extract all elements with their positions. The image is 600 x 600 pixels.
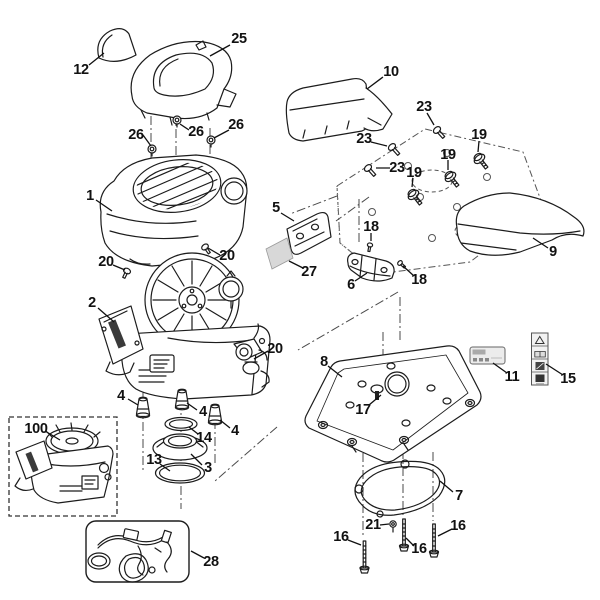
bolt-16-group (359, 518, 440, 574)
callout-26b[interactable]: 26 (188, 124, 204, 140)
callout-1[interactable]: 1 (86, 188, 94, 204)
callout-20a[interactable]: 20 (98, 254, 114, 270)
callout-26c[interactable]: 26 (228, 117, 244, 133)
callout-26a[interactable]: 26 (128, 127, 144, 143)
callout-18a[interactable]: 18 (363, 219, 379, 235)
projection-lines (142, 112, 434, 535)
muffler (98, 305, 144, 376)
inset-assembly-100 (8, 416, 118, 517)
wiring-harness (87, 528, 172, 583)
mount-4-group (135, 388, 223, 426)
part-15-safety-label (531, 332, 549, 386)
callout-21[interactable]: 21 (365, 517, 381, 533)
callout-9[interactable]: 9 (549, 244, 557, 260)
callout-2[interactable]: 2 (88, 295, 96, 311)
part-1-shroud (99, 154, 248, 267)
callout-8[interactable]: 8 (320, 354, 328, 370)
callout-14[interactable]: 14 (196, 430, 212, 446)
callout-27[interactable]: 27 (301, 264, 317, 280)
callout-13[interactable]: 13 (146, 452, 162, 468)
callout-100[interactable]: 100 (24, 421, 48, 437)
callout-19c[interactable]: 19 (406, 165, 422, 181)
callout-19a[interactable]: 19 (471, 127, 487, 143)
part-12-deflector (97, 28, 137, 62)
carburetor (233, 323, 268, 375)
callout-15[interactable]: 15 (560, 371, 576, 387)
callout-4b[interactable]: 4 (199, 404, 207, 420)
callout-20c[interactable]: 20 (267, 341, 283, 357)
part-11-label (469, 346, 506, 365)
part-2-engine (98, 252, 271, 400)
part-8-lower-pan (304, 345, 482, 463)
inset-mini-engine (14, 422, 114, 504)
part-27-label (265, 237, 294, 270)
grille-hatch (134, 158, 221, 214)
nut-26-group (147, 115, 216, 157)
callout-7[interactable]: 7 (455, 488, 463, 504)
gasket-7 (354, 459, 446, 518)
ring-14 (164, 416, 198, 432)
callout-3[interactable]: 3 (204, 460, 212, 476)
part-9-side-cover (455, 192, 585, 256)
part-25-hood (130, 40, 237, 126)
callout-23b[interactable]: 23 (356, 131, 372, 147)
callout-4c[interactable]: 4 (231, 423, 239, 439)
air-filter-cover (218, 270, 244, 309)
ring-13 (154, 462, 206, 484)
screw-23-group (363, 126, 446, 177)
leader-lines (44, 44, 564, 559)
screw-18-group (366, 242, 407, 269)
callout-25[interactable]: 25 (231, 31, 247, 47)
callout-17[interactable]: 17 (355, 402, 371, 418)
callout-4a[interactable]: 4 (117, 388, 125, 404)
part-5-bracket (286, 211, 332, 255)
callout-6[interactable]: 6 (347, 277, 355, 293)
callout-28[interactable]: 28 (203, 554, 219, 570)
callout-16a[interactable]: 16 (333, 529, 349, 545)
callout-19b[interactable]: 19 (440, 147, 456, 163)
callout-11[interactable]: 11 (504, 369, 520, 385)
screw-17 (370, 384, 384, 400)
harness-28-box (85, 520, 190, 583)
grommet-3 (152, 433, 208, 461)
callout-23c[interactable]: 23 (389, 160, 405, 176)
callout-10[interactable]: 10 (383, 64, 399, 80)
fan-blades (152, 260, 232, 340)
callout-23a[interactable]: 23 (416, 99, 432, 115)
part-10-top-cover (285, 77, 393, 142)
callout-16b[interactable]: 16 (411, 541, 427, 557)
spark-plug-boot (260, 370, 270, 388)
callout-18b[interactable]: 18 (411, 272, 427, 288)
screw-21 (389, 520, 397, 533)
callout-20b[interactable]: 20 (219, 248, 235, 264)
callout-12[interactable]: 12 (73, 62, 89, 78)
callout-5[interactable]: 5 (272, 200, 280, 216)
callout-16c[interactable]: 16 (450, 518, 466, 534)
screw-19-group (407, 152, 489, 206)
part-6-grille-strip (347, 252, 395, 282)
